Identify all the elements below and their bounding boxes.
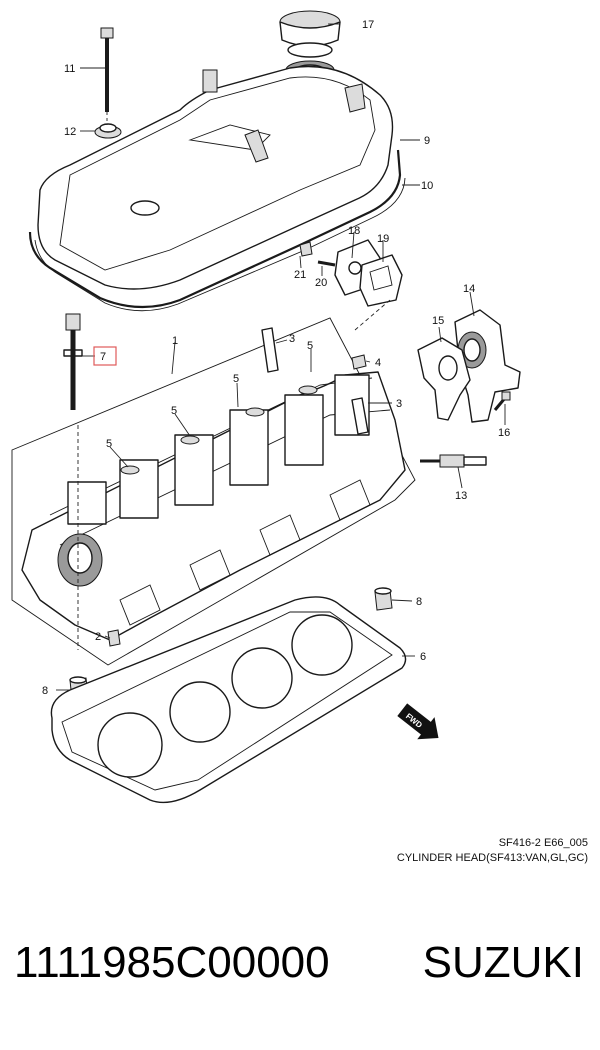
plate-gasket (359, 254, 403, 307)
callout-14: 14 (463, 283, 475, 295)
brand-name: SUZUKI (422, 938, 584, 987)
callout-18: 18 (348, 225, 360, 237)
cylinder-head-exploded-diagram: FWD 17 11 12 (11, 10, 521, 804)
callout-8-lower: 8 (42, 685, 48, 697)
callout-3-lower: 3 (396, 398, 402, 410)
callout-10: 10 (421, 180, 433, 192)
callout-13: 13 (455, 490, 467, 502)
callout-21: 21 (294, 269, 306, 281)
callout-2: 2 (95, 631, 101, 643)
cover-gasket (28, 149, 406, 312)
leader-lines (56, 23, 506, 691)
cylinder-head (21, 327, 406, 641)
head-stud (107, 629, 121, 647)
cylinder-head-cover (37, 65, 394, 290)
cylinder-head-assembly-outline (11, 317, 416, 666)
housing-bolt (493, 391, 511, 411)
head-bolt (63, 313, 83, 410)
callout-16: 16 (498, 427, 510, 439)
diagram-title: CYLINDER HEAD(SF413:VAN,GL,GC) (396, 852, 588, 864)
callout-9: 9 (424, 135, 430, 147)
callout-labels: 17 11 12 9 10 18 19 21 20 14 15 1 3 7 5 … (42, 19, 510, 697)
stud-and-nut (299, 241, 336, 267)
callout-5-c: 5 (171, 405, 177, 417)
callout-19: 19 (377, 233, 389, 245)
diagram-code: SF416-2 E66_005 (498, 837, 588, 849)
cover-bolt (100, 27, 114, 112)
callout-17: 17 (362, 19, 374, 31)
callout-5-a: 5 (307, 340, 313, 352)
callout-6: 6 (420, 651, 426, 663)
callout-4: 4 (375, 357, 381, 369)
callout-8-upper: 8 (416, 596, 422, 608)
housing-gasket (417, 337, 471, 421)
callout-7-highlight-box (93, 346, 117, 366)
callout-5-d: 5 (106, 438, 112, 450)
callout-1: 1 (172, 335, 178, 347)
diagram-caption: SF416-2 E66_005 CYLINDER HEAD(SF413:VAN,… (397, 836, 588, 866)
callout-3-upper: 3 (289, 333, 295, 345)
head-gasket (50, 596, 407, 804)
callout-7: 7 (100, 351, 106, 363)
spark-plug (420, 454, 487, 468)
grommet-nut (94, 123, 122, 139)
callout-5-b: 5 (233, 373, 239, 385)
callout-20: 20 (315, 277, 327, 289)
part-number: 1111985C00000 (14, 938, 330, 987)
callout-15: 15 (432, 315, 444, 327)
product-identification: 1111985C00000 SUZUKI (0, 938, 600, 1008)
callout-11: 11 (64, 63, 75, 75)
callout-12: 12 (64, 126, 76, 138)
dowel-pin-upper (374, 587, 393, 611)
forward-direction-arrow: FWD (397, 703, 439, 740)
